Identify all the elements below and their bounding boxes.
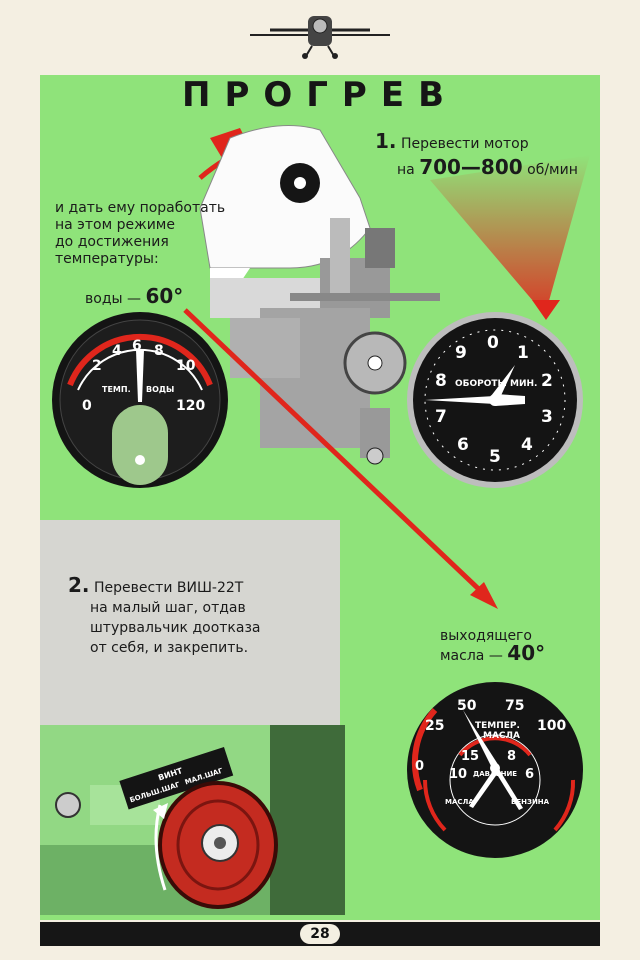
pitch-wheel-illustration: ВИНТ БОЛЬШ.ШАГ МАЛ.ШАГ xyxy=(40,725,345,915)
water-temp-value: 60° xyxy=(145,284,184,308)
oil-inner-15: 15 xyxy=(461,749,479,764)
rpm-digit-1: 1 xyxy=(517,343,529,363)
run-line4: температуры: xyxy=(55,251,159,267)
water-tick-2: 2 xyxy=(92,358,102,374)
red-gradient-fan xyxy=(430,155,590,320)
step2-line1: Перевести ВИШ-22Т xyxy=(93,580,244,596)
throttle-hand-illustration xyxy=(198,125,440,465)
run-line2: на этом режиме xyxy=(55,217,175,233)
oil-temp-value: 40° xyxy=(507,641,546,665)
page-number: 28 xyxy=(300,924,340,944)
rpm-digit-9: 9 xyxy=(455,343,467,363)
step1-line2-prefix: на xyxy=(397,162,415,178)
red-diagonal-arrow xyxy=(183,308,498,609)
water-tick-8: 8 xyxy=(154,343,164,359)
oil-outer-25: 25 xyxy=(425,718,444,734)
rpm-digit-5: 5 xyxy=(489,447,501,467)
oil-temp-pressure-gauge: 0 25 50 75 100 ТЕМПЕР. МАСЛА 10 15 8 6 Д… xyxy=(407,682,583,858)
step2-line4: от себя, и закрепить. xyxy=(90,640,249,656)
water-tick-6: 6 xyxy=(132,338,142,354)
rpm-digit-2: 2 xyxy=(541,371,553,391)
water-tick-10: 10 xyxy=(176,358,196,374)
water-tick-0: 0 xyxy=(82,398,92,414)
water-tick-4: 4 xyxy=(112,343,122,359)
water-caption-left: ТЕМП. xyxy=(102,385,131,394)
airplane-ornament-icon xyxy=(250,16,390,59)
oil-temp-label: выходящего масла — 40° xyxy=(440,628,590,665)
step1-unit: об/мин xyxy=(527,162,578,178)
rpm-digit-8: 8 xyxy=(435,371,447,391)
water-temp-label: воды — 60° xyxy=(85,286,183,308)
water-caption-right: ВОДЫ xyxy=(146,385,174,394)
oil-outer-0: 0 xyxy=(415,759,424,774)
run-instructions: и дать ему поработать на этом режиме до … xyxy=(55,200,265,268)
oil-label-line2: масла — xyxy=(440,648,503,664)
oil-outer-50: 50 xyxy=(457,698,477,714)
oil-caption2: МАСЛА xyxy=(483,731,520,741)
rpm-digit-7: 7 xyxy=(435,407,447,427)
step2-line2: на малый шаг, отдав xyxy=(90,600,246,616)
step2-line3: штурвальчик доотказа xyxy=(90,620,261,636)
rpm-digit-4: 4 xyxy=(521,435,533,455)
water-label-text: воды — xyxy=(85,291,141,307)
rpm-digit-6: 6 xyxy=(457,435,469,455)
page-title: ПРОГРЕВ xyxy=(181,75,458,115)
run-line3: до достижения xyxy=(55,234,169,250)
step2-block: 2. Перевести ВИШ-22Т на малый шаг, отдав… xyxy=(68,575,338,658)
oil-outer-75: 75 xyxy=(505,698,524,714)
oil-sub-right: БЕНЗИНА xyxy=(511,798,550,806)
run-line1: и дать ему поработать xyxy=(55,200,226,216)
rpm-gauge: 0 1 2 3 4 5 6 7 8 9 ОБОРОТЫ МИН. xyxy=(407,312,583,488)
step1-block: 1. Перевести мотор на 700—800 об/мин xyxy=(375,131,605,179)
oil-outer-100: 100 xyxy=(537,718,566,734)
step1-number: 1. xyxy=(375,129,397,153)
step2-number: 2. xyxy=(68,573,90,597)
rpm-digit-3: 3 xyxy=(541,407,553,427)
water-temp-gauge: 0 2 4 6 8 10 120 ТЕМП. ВОДЫ xyxy=(52,312,228,488)
oil-caption1: ТЕМПЕР. xyxy=(475,721,520,731)
oil-inner-10: 10 xyxy=(449,767,467,782)
rpm-caption: ОБОРОТЫ МИН. xyxy=(455,379,537,389)
pitch-control-scene: ВИНТ БОЛЬШ.ШАГ МАЛ.ШАГ xyxy=(40,725,345,915)
oil-sub-left: МАСЛА xyxy=(445,798,474,806)
rpm-digit-0: 0 xyxy=(487,333,499,353)
water-tick-120: 120 xyxy=(176,398,205,414)
step2-panel xyxy=(40,520,340,725)
oil-inner-6: 6 xyxy=(525,767,534,782)
step1-line1: Перевести мотор xyxy=(400,136,529,152)
oil-inner-8: 8 xyxy=(507,749,516,764)
oil-label-line1: выходящего xyxy=(440,628,532,644)
step1-rpm-range: 700—800 xyxy=(419,155,523,179)
